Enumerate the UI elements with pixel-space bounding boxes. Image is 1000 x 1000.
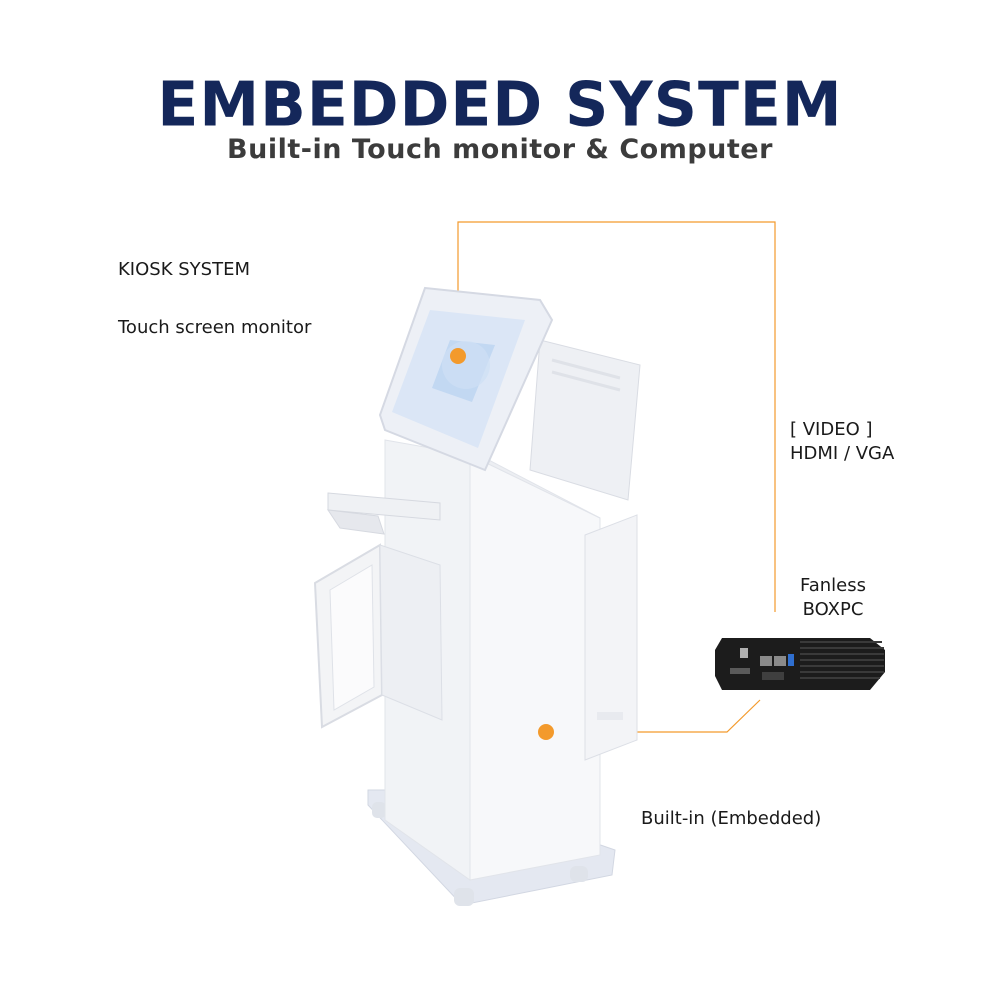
page-subtitle: Built-in Touch monitor & Computer <box>227 134 773 165</box>
video-label: [ VIDEO ] HDMI / VGA <box>790 418 894 466</box>
built-in-label: Built-in (Embedded) <box>641 808 822 829</box>
video-label-line2: HDMI / VGA <box>790 443 895 464</box>
built-in-marker <box>538 724 554 740</box>
touch-screen-label: Touch screen monitor <box>118 317 312 338</box>
fanless-boxpc <box>715 638 885 690</box>
fanless-boxpc-label: Fanless BOXPC <box>800 574 866 622</box>
touch-screen-marker <box>450 348 466 364</box>
fanless-label-line1: Fanless <box>800 575 866 596</box>
kiosk-illustration <box>313 286 641 906</box>
video-connector-line <box>457 221 776 612</box>
page-title: EMBEDDED SYSTEM <box>157 69 843 141</box>
kiosk-system-label: KIOSK SYSTEM <box>118 259 250 280</box>
video-label-line1: [ VIDEO ] <box>790 419 873 440</box>
fanless-label-line2: BOXPC <box>802 599 864 620</box>
